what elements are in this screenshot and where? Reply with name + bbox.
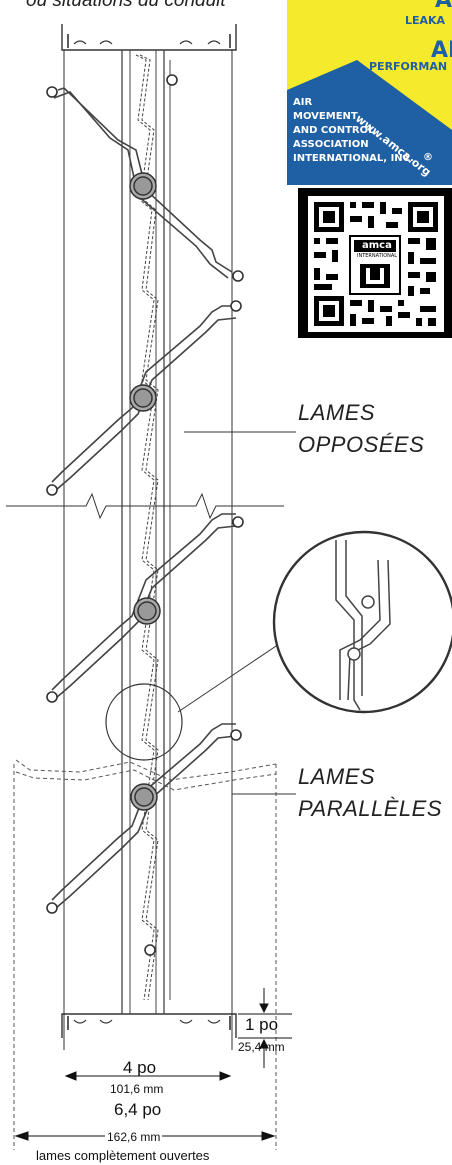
- badge-leaka: LEAKA: [405, 14, 446, 27]
- dim-width-mm: 101,6 mm: [110, 1082, 164, 1096]
- badge-ai-1: AI: [435, 0, 452, 13]
- qr-code: amca INTERNATIONAL: [298, 188, 452, 338]
- blade-2: [51, 305, 236, 483]
- qr-logo-amca: amca: [362, 240, 392, 251]
- frame: [61, 24, 237, 1050]
- badge-ai-2: AI: [431, 38, 452, 63]
- label-parallel-line2: PARALLÈLES: [298, 796, 443, 821]
- badge-org-2: MOVEMENT: [293, 111, 358, 122]
- blade-4: [51, 723, 236, 901]
- dim-open-in: 6,4 po: [114, 1100, 162, 1119]
- badge-org-4: ASSOCIATION: [293, 139, 369, 150]
- dim-depth-mm: 25,4 mm: [238, 1040, 285, 1054]
- blade-3: [51, 513, 236, 691]
- top-caption: ou situations du conduit: [26, 0, 226, 11]
- dim-open-note: lames complètement ouvertes: [36, 1148, 210, 1163]
- badge-org-3: AND CONTROL: [293, 125, 375, 136]
- open-blade-outline: [13, 759, 277, 1150]
- detail-callout: [105, 530, 452, 761]
- amca-badge: AI LEAKA AI PERFORMAN AIR MOVEMENT AND C…: [287, 0, 452, 185]
- dim-depth-in: 1 po: [245, 1015, 279, 1034]
- label-parallel-line1: LAMES: [298, 764, 376, 789]
- badge-registered: ®: [423, 152, 433, 163]
- label-opposed-line1: LAMES: [298, 400, 376, 425]
- qr-logo-international: INTERNATIONAL: [357, 253, 398, 259]
- badge-performan: PERFORMAN: [369, 60, 448, 73]
- dim-width-in: 4 po: [123, 1058, 157, 1077]
- leader-lines: [177, 431, 296, 795]
- badge-org-1: AIR: [293, 97, 313, 108]
- pivots: [129, 172, 161, 811]
- dim-open-mm: 162,6 mm: [105, 1130, 163, 1144]
- hinge-pins: [46, 74, 244, 956]
- label-opposed-line2: OPPOSÉES: [298, 432, 425, 457]
- break-line: [6, 492, 284, 520]
- badge-org-5: INTERNATIONAL, INC.: [293, 153, 414, 164]
